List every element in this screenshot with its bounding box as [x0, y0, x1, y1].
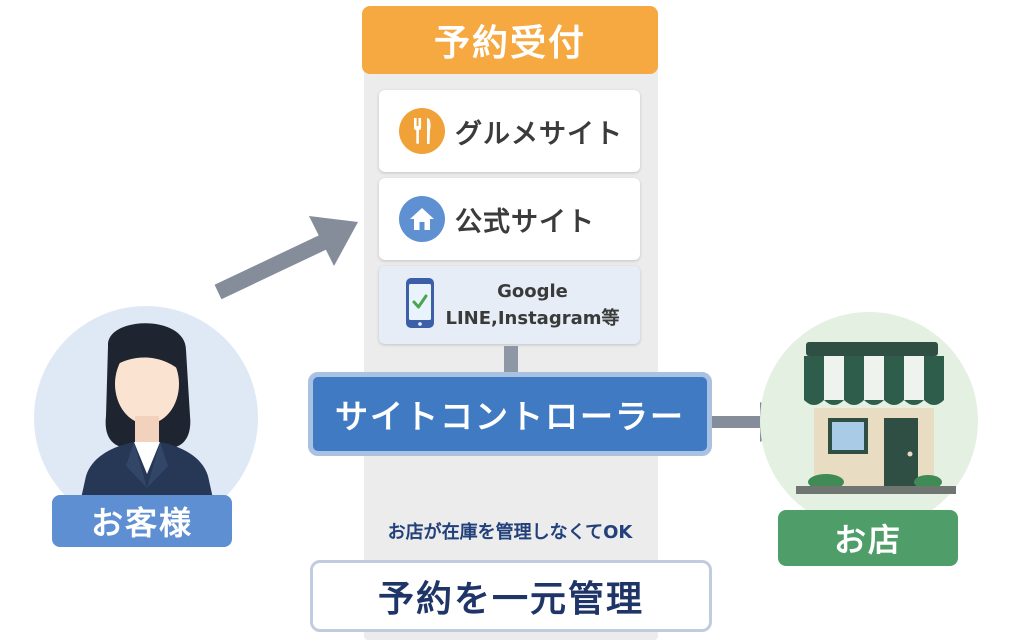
summary-text: 予約を一元管理 — [377, 579, 644, 620]
inventory-note: お店が在庫を管理しなくてOK — [387, 522, 633, 543]
shop-label: お店 — [778, 510, 958, 566]
channel-label-sns: LINE,Instagram等 — [445, 308, 620, 329]
customer-label: お客様 — [52, 495, 232, 547]
reservation-header: 予約受付 — [362, 6, 658, 74]
fork-knife-icon — [399, 108, 445, 154]
channel-card-other: Google LINE,Instagram等 — [379, 266, 640, 344]
storefront-icon — [796, 342, 956, 494]
site-controller-label: サイトコントローラー — [335, 397, 685, 436]
house-icon — [399, 196, 445, 242]
shop-label-text: お店 — [833, 521, 902, 559]
reservation-header-title: 予約受付 — [433, 23, 586, 64]
customer-label-text: お客様 — [90, 504, 193, 542]
channel-label-official: 公式サイト — [455, 206, 595, 238]
smartphone-check-icon — [405, 277, 435, 333]
channel-card-official: 公式サイト — [379, 178, 640, 260]
summary-box: 予約を一元管理 — [310, 560, 712, 632]
channel-label-gourmet: グルメサイト — [455, 118, 623, 150]
channel-label-google: Google — [497, 281, 568, 302]
controller-connector — [504, 346, 518, 372]
site-controller-box: サイトコントローラー — [308, 372, 712, 456]
channel-card-gourmet: グルメサイト — [379, 90, 640, 172]
